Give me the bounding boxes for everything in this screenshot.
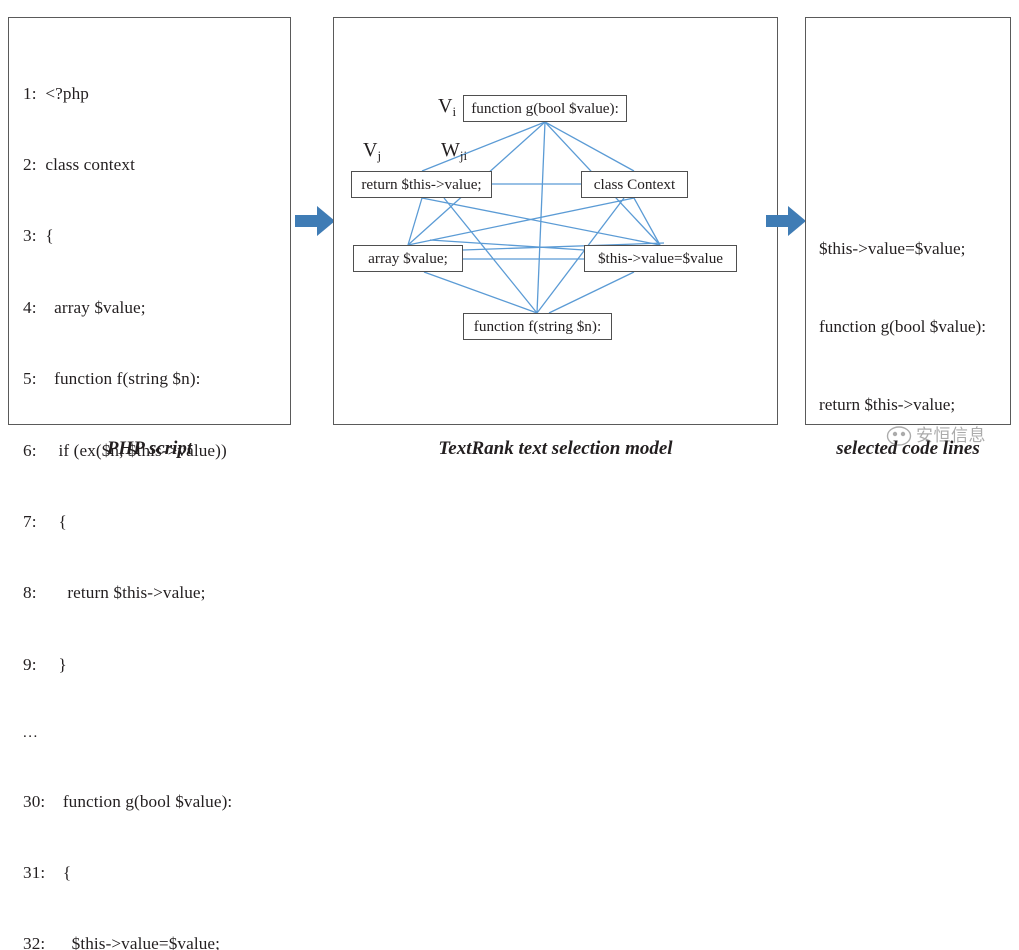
code-line: 7: { (23, 511, 67, 531)
graph-node-function-g[interactable]: function g(bool $value): (463, 95, 627, 122)
graph-node-array-value[interactable]: array $value; (353, 245, 463, 272)
watermark: 安恒信息 (886, 426, 986, 446)
output-line: function g(bool $value): (819, 317, 987, 336)
graph-node-return-this-value[interactable]: return $this->value; (351, 171, 492, 198)
code-line: 1: <?php (23, 83, 89, 103)
watermark-text: 安恒信息 (916, 426, 986, 446)
code-line: 32: $this->value=$value; (23, 934, 220, 950)
graph-node-class-context[interactable]: class Context (581, 171, 688, 198)
code-line: 9: } (23, 654, 67, 674)
php-code-listing: 1: <?php 2: class context 3: { 4: array … (23, 34, 284, 950)
textrank-model-panel: Vi Vj Wji function g(bool $value): retur… (333, 17, 778, 425)
graph-node-function-f[interactable]: function f(string $n): (463, 313, 612, 340)
caption-textrank-model: TextRank text selection model (438, 438, 673, 459)
arrow-model-to-output-icon (766, 206, 806, 236)
code-line: 3: { (23, 226, 54, 246)
code-line: 8: return $this->value; (23, 583, 206, 603)
label-vj: Vj (363, 139, 382, 163)
code-line: 5: function f(string $n): (23, 369, 201, 389)
code-line: 2: class context (23, 154, 135, 174)
php-script-panel: 1: <?php 2: class context 3: { 4: array … (8, 17, 291, 950)
code-line-ellipsis: ... (23, 725, 39, 742)
code-line: 4: array $value; (23, 297, 146, 317)
code-line: 6: if (ex($n, $this->value)) (23, 440, 227, 460)
selected-code-listing: $this->value=$value; function g(bool $va… (819, 184, 986, 470)
output-line: return $this->value; (819, 395, 956, 414)
watermark-logo-icon (886, 426, 912, 446)
textrank-graph-edges (407, 121, 665, 314)
label-vi: Vi (438, 95, 457, 119)
arrow-php-to-model-icon (295, 206, 335, 236)
label-wji: Wji (441, 139, 468, 163)
output-line: $this->value=$value; (819, 239, 966, 258)
caption-php-script: PHP script (106, 438, 193, 459)
graph-node-this-value-assign[interactable]: $this->value=$value (584, 245, 737, 272)
caption-selected-code: selected code lines (836, 438, 980, 459)
selected-code-lines-panel: $this->value=$value; function g(bool $va… (805, 17, 1011, 425)
code-line: 30: function g(bool $value): (23, 791, 233, 811)
code-line: 31: { (23, 863, 72, 883)
